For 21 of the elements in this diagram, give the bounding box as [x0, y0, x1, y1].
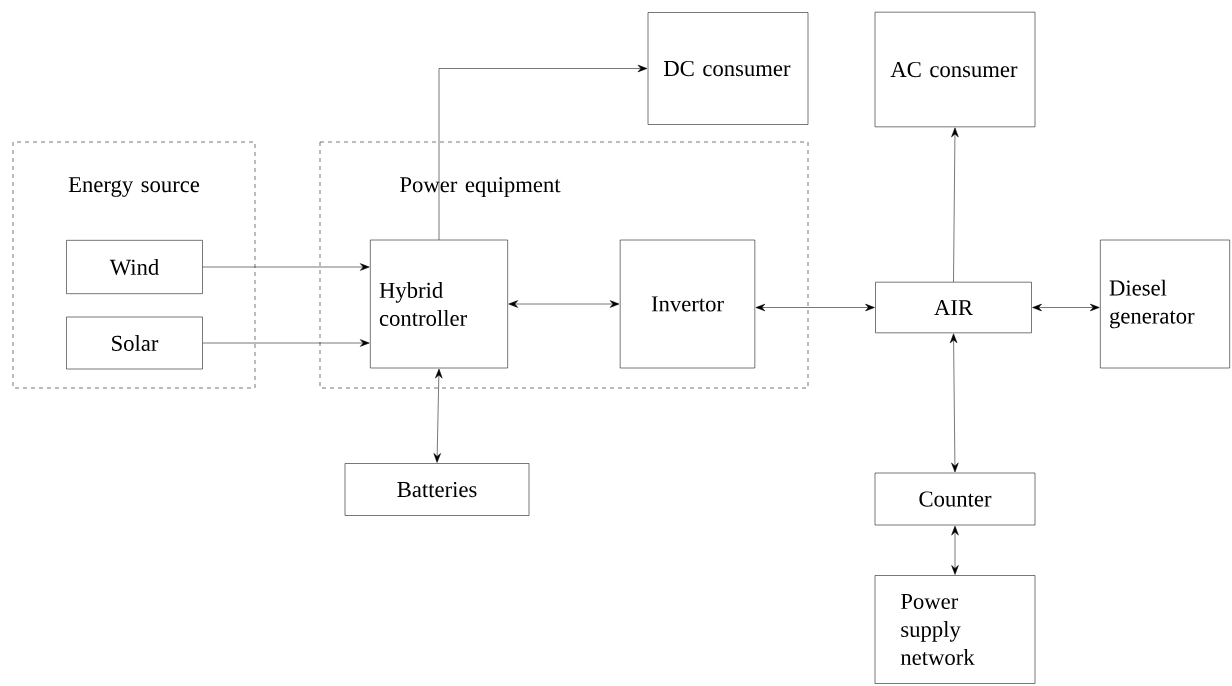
- block-box: AIR: [875, 281, 1032, 334]
- arrow: [433, 368, 443, 463]
- arrow: [202, 339, 370, 347]
- block-box: Solar: [66, 316, 203, 370]
- arrow: [949, 333, 959, 473]
- block-box: Invertor: [619, 239, 756, 369]
- block-box: Diesel generator: [1100, 239, 1230, 369]
- arrow: [1032, 303, 1100, 312]
- arrow: [951, 127, 959, 283]
- arrow: [508, 300, 620, 308]
- block-box: Counter: [874, 472, 1036, 526]
- arrow: [202, 263, 370, 271]
- block-box: Batteries: [344, 463, 530, 516]
- block-box: Wind: [66, 240, 203, 294]
- arrow: [755, 303, 875, 312]
- block-box: Hybrid controller: [370, 239, 508, 369]
- block-box: AC consumer: [874, 11, 1036, 128]
- block-box: Power supply network: [874, 575, 1036, 684]
- arrow: [438, 64, 648, 240]
- arrow: [951, 525, 959, 575]
- block-box: DC consumer: [647, 12, 809, 125]
